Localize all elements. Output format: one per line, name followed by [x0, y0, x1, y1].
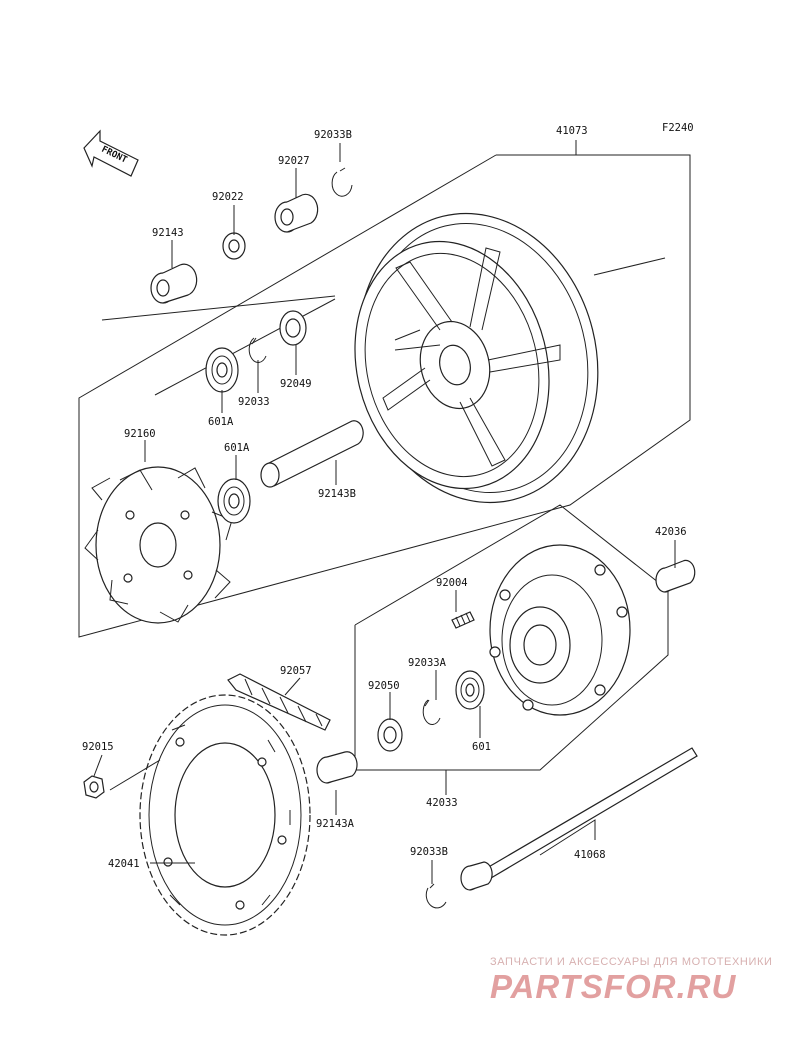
collar-92027: [274, 193, 319, 233]
sprocket-42041: [139, 694, 311, 936]
damper-92160: [84, 466, 233, 624]
part-label: 42033: [426, 797, 458, 809]
watermark-tagline: ЗАПЧАСТИ И АКСЕССУАРЫ ДЛЯ МОТОТЕХНИКИ: [490, 956, 772, 968]
front-arrow-icon: FRONT: [83, 129, 139, 177]
nut-92015: [83, 775, 105, 799]
axis-lines: [101, 257, 666, 396]
part-label: 92057: [280, 665, 312, 677]
part-labels: 41073 92033B 92027 92022 92143 92033 920…: [82, 125, 687, 870]
oil-seal-92050: [377, 718, 403, 752]
circlip-92033A: [422, 699, 441, 725]
part-label: 92143B: [318, 488, 356, 500]
leader-lines: [93, 140, 676, 884]
part-label: 92015: [82, 741, 114, 753]
spacer-92143: [150, 263, 198, 304]
circlip-92033: [248, 337, 267, 363]
wheel-assembly-outline: [78, 154, 691, 638]
oil-seal-92022: [222, 232, 246, 260]
chain-92057: [227, 673, 331, 731]
part-label: 92033B: [410, 846, 448, 858]
wheel-rim-41073: [354, 212, 599, 504]
part-label: 92050: [368, 680, 400, 692]
bearing-601A-upper: [205, 347, 239, 393]
part-label: 92143A: [316, 818, 355, 830]
part-label: 42041: [108, 858, 140, 870]
circlip-92033B-top: [331, 167, 353, 197]
part-label: 92049: [280, 378, 312, 390]
part-label: 601: [472, 741, 491, 753]
part-label: 92033: [238, 396, 270, 408]
part-label: 92160: [124, 428, 156, 440]
hub-42033: [489, 544, 631, 716]
collar-42036: [655, 559, 696, 593]
oil-seal-92049: [279, 310, 307, 346]
part-label: 601A: [208, 416, 234, 428]
part-label: 92143: [152, 227, 184, 239]
axle-41068: [460, 747, 698, 891]
part-label: 601A: [224, 442, 250, 454]
part-label: 92027: [278, 155, 310, 167]
watermark-logo: ЗАПЧАСТИ И АКСЕССУАРЫ ДЛЯ МОТОТЕХНИКИ PA…: [490, 956, 772, 1005]
part-label: 41073: [556, 125, 588, 137]
watermark-brand: PARTSFOR.RU: [490, 968, 736, 1005]
collar-92143A: [316, 751, 358, 784]
bearing-601: [455, 670, 485, 710]
part-label: 41068: [574, 849, 606, 861]
circlip-92033B-bottom: [425, 883, 447, 909]
part-label: 92033B: [314, 129, 352, 141]
stud-92004: [451, 611, 475, 629]
part-label: 92022: [212, 191, 244, 203]
part-label: 42036: [655, 526, 687, 538]
sleeve-92143B: [260, 420, 364, 488]
part-label: 92033A: [408, 657, 447, 669]
part-label: 92004: [436, 577, 468, 589]
bearing-601A-lower: [217, 478, 251, 524]
figure-code: F2240: [662, 122, 694, 134]
